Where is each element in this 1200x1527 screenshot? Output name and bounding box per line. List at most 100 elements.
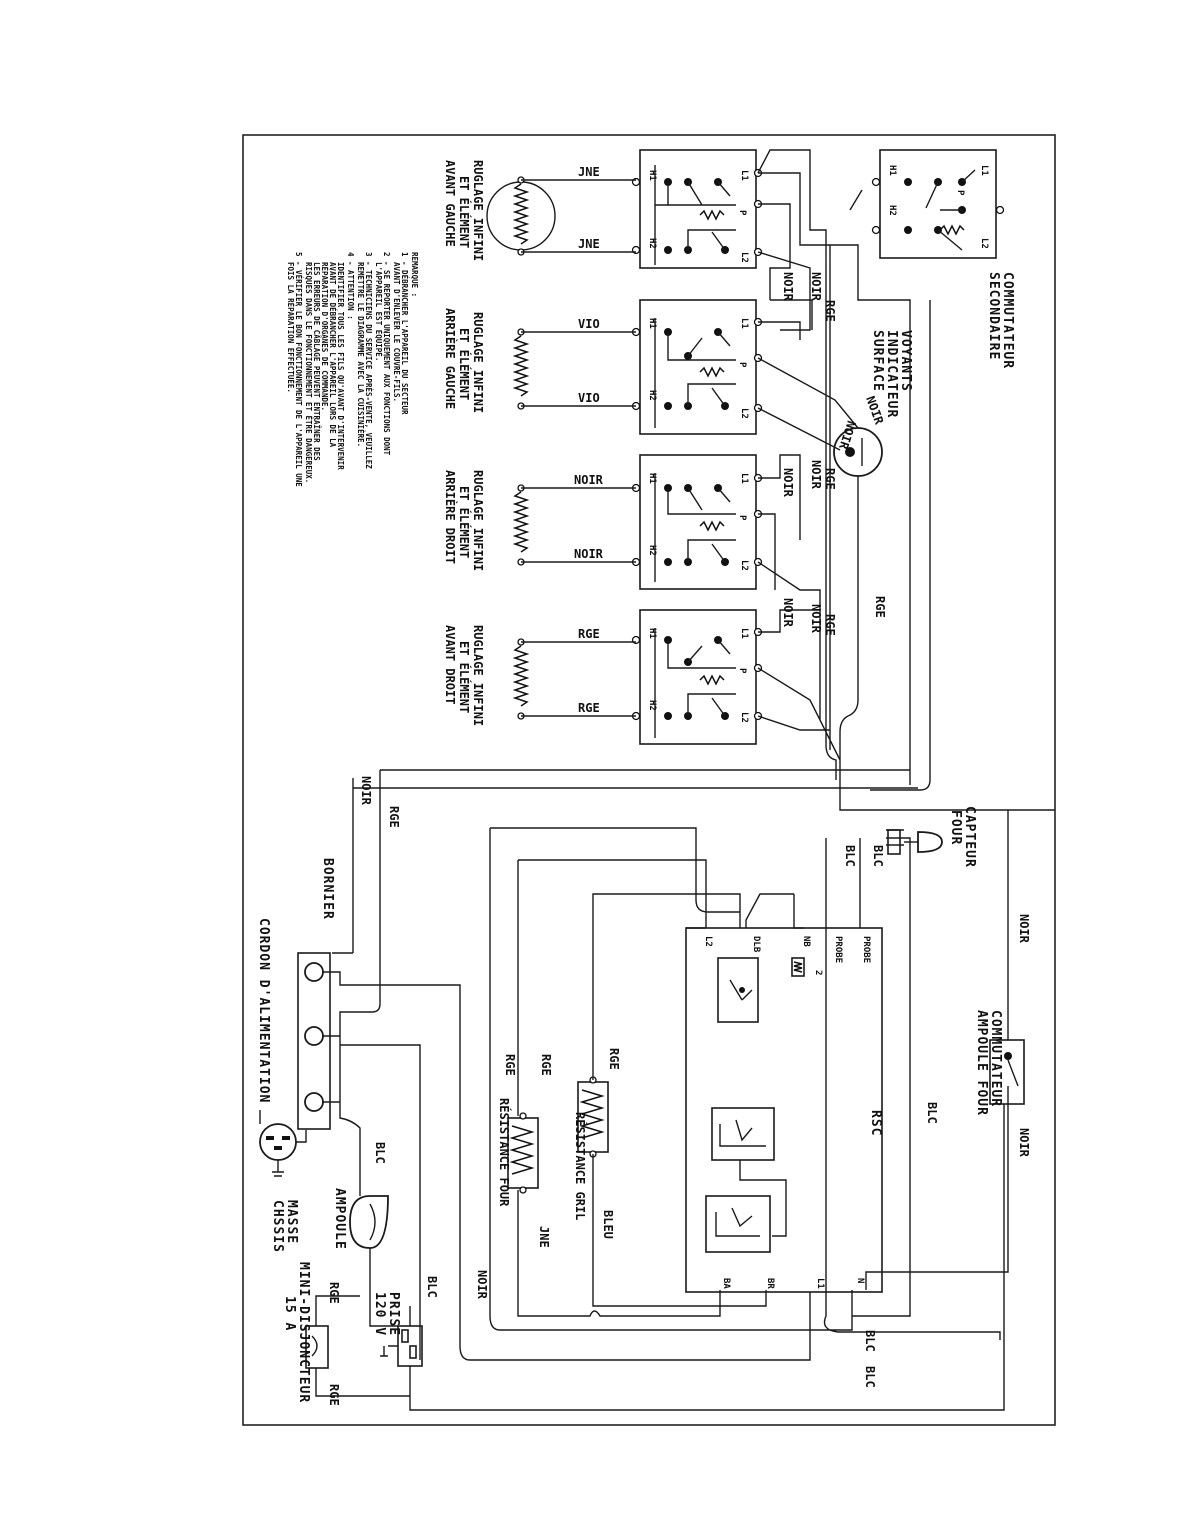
mini-disjoncteur bbox=[305, 1316, 329, 1378]
terminal-l2: L2 bbox=[739, 560, 749, 571]
diagram-frame bbox=[242, 134, 1056, 1426]
commutateur-secondaire: H1 H2 L1 L2 P bbox=[849, 149, 1005, 259]
wire-label-blc-bottom-2: BLC bbox=[863, 1366, 877, 1388]
voyants-label-1: VOYANTS bbox=[898, 330, 913, 392]
remarque-line: 2 - SE REPORTER UNIQUEMENT AUX FONCTIONS… bbox=[382, 252, 391, 456]
remarque-line: 1 - DÉBRANCHER L'APPAREIL DU SECTEUR bbox=[400, 252, 409, 415]
surface-element-avant-droit bbox=[512, 638, 530, 720]
wire-label-noir-amp-2: NOIR bbox=[1017, 1128, 1031, 1158]
wire-label-rge-four: RGE bbox=[539, 1054, 553, 1076]
rsc-term-ba: BA bbox=[721, 1278, 731, 1289]
wire-label-rge-2: RGE bbox=[578, 701, 600, 715]
commutateur-ampoule-four bbox=[989, 1010, 1025, 1105]
rsc-term-br: BR bbox=[765, 1278, 775, 1289]
wire-label-rge-a: RGE bbox=[823, 300, 837, 322]
wire-label-jne-four: JNE bbox=[537, 1226, 551, 1248]
capteur-label-1: CAPTEUR bbox=[962, 806, 977, 868]
rsc-label: RSC bbox=[868, 1110, 883, 1136]
wire-label-rge-d: RGE bbox=[823, 614, 837, 636]
infinite-switch-arriere-droit: H1 H2 L1 L2 P bbox=[631, 454, 763, 590]
wire-label-rge-four-2: RGE bbox=[503, 1054, 517, 1076]
wire-label-jne-2: JNE bbox=[578, 237, 600, 251]
rsc-controller bbox=[685, 927, 883, 1293]
wire-label-noir-f: NOIR bbox=[781, 468, 795, 498]
wire-label-rge-disj-2: RGE bbox=[327, 1384, 341, 1406]
wire-label-rge-c: RGE bbox=[873, 596, 887, 618]
terminal-h2: H2 bbox=[887, 205, 897, 216]
wire-label-noir-amp-1: NOIR bbox=[1017, 914, 1031, 944]
commutateur-ampoule-label-1: COMMUTATEUR bbox=[988, 1010, 1003, 1107]
terminal-l2: L2 bbox=[979, 238, 989, 249]
svg-text:AVANT GAUCHE: AVANT GAUCHE bbox=[443, 160, 457, 247]
ampoule bbox=[349, 1195, 389, 1249]
rsc-term-probe-1: PROBE bbox=[833, 936, 843, 963]
rsc-term-n: N bbox=[855, 1278, 865, 1283]
terminal-p: P bbox=[737, 515, 747, 521]
terminal-l2: L2 bbox=[739, 408, 749, 419]
wire-label-noir-g: NOIR bbox=[809, 604, 823, 634]
lower-wiring bbox=[315, 770, 1009, 1411]
remarque-line: 3 - TECHNICIENS DU SERVICE APRÈS-VENTE, … bbox=[364, 252, 373, 469]
resistance-four bbox=[507, 1112, 539, 1194]
surface-element-arriere-gauche bbox=[512, 328, 530, 410]
upper-bus-wiring bbox=[353, 149, 1055, 811]
wire-label-rge-b: RGE bbox=[823, 468, 837, 490]
wire-label-jne-1: JNE bbox=[578, 165, 600, 179]
element-wires bbox=[521, 179, 636, 717]
svg-text:RUGLAGE INFINI: RUGLAGE INFINI bbox=[471, 625, 485, 726]
svg-text:RUGLAGE INFINI: RUGLAGE INFINI bbox=[471, 160, 485, 261]
switch-caption-avant-gauche: RUGLAGE INFINI ET ÉLÉMENT AVANT GAUCHE bbox=[443, 160, 485, 261]
ampoule-label: AMPOULE bbox=[332, 1188, 347, 1250]
terminal-h1: H1 bbox=[887, 165, 897, 176]
terminal-l1: L1 bbox=[739, 628, 749, 639]
wire-label-blc-prise: BLC bbox=[425, 1276, 439, 1298]
wire-label-noir-e: NOIR bbox=[809, 460, 823, 490]
terminal-p: P bbox=[737, 210, 747, 216]
capteur-label-2: FOUR bbox=[948, 810, 963, 845]
infinite-switch-arriere-gauche: H1 H2 L1 L2 P bbox=[631, 299, 763, 435]
terminal-p: P bbox=[737, 668, 747, 674]
svg-text:ET ÉLÉMENT: ET ÉLÉMENT bbox=[457, 328, 472, 400]
voyants-label-3: SURFACE bbox=[870, 330, 885, 392]
remarque-line: LES ERREURS DE CÂBLAGE PEUVENT ENTRAÎNER… bbox=[312, 262, 321, 461]
terminal-h1: H1 bbox=[647, 473, 657, 484]
remarque-line: FOIS LA RÉPARATION EFFECTUÉE. bbox=[286, 262, 295, 393]
wire-label-noir-d: NOIR bbox=[836, 419, 858, 452]
wire-label-blc-right: BLC bbox=[925, 1102, 939, 1124]
terminal-l1: L1 bbox=[979, 165, 989, 176]
svg-text:RUGLAGE INFINI: RUGLAGE INFINI bbox=[471, 312, 485, 413]
rsc-term-l1: L1 bbox=[815, 1278, 825, 1289]
commutateur-secondaire-label-2: SECONDAIRE bbox=[986, 272, 1001, 360]
switch-caption-arriere-gauche: RUGLAGE INFINI ET ÉLÉMENT ARRIÈRE GAUCHE bbox=[443, 308, 485, 413]
remarque-line: RISQUES DANS LE FONCTIONNEMENT ET ÊTRE D… bbox=[304, 262, 313, 483]
wire-label-bleu: BLEU bbox=[601, 1210, 615, 1239]
terminal-l1: L1 bbox=[739, 318, 749, 329]
remarque-line: 5 - VÉRIFIER LE BON FONCTIONNEMENT DE L'… bbox=[294, 252, 303, 487]
resistance-gril-label: RÉSISTANCE GRIL bbox=[573, 1112, 588, 1220]
terminal-l2: L2 bbox=[739, 712, 749, 723]
terminal-l2: L2 bbox=[739, 252, 749, 263]
terminal-l1: L1 bbox=[739, 473, 749, 484]
prise-120v bbox=[380, 1325, 423, 1367]
svg-text:ARRIÈRE GAUCHE: ARRIÈRE GAUCHE bbox=[443, 308, 458, 409]
infinite-switch-avant-droit: H1 H2 L1 L2 P bbox=[631, 609, 763, 745]
switch-caption-avant-droit: RUGLAGE INFINI ET ÉLÉMENT AVANT DROIT bbox=[443, 625, 485, 726]
wire-label-noir-bottom: NOIR bbox=[475, 1270, 489, 1300]
remarque-line: RÉPARATION D'ORGANES DE COMMANDE. bbox=[320, 262, 329, 411]
bornier-label: BORNIER bbox=[320, 858, 335, 920]
surface-element-arriere-droit bbox=[512, 484, 530, 566]
remarques-title: REMARQUE : bbox=[410, 252, 419, 297]
terminal-h2: H2 bbox=[647, 390, 657, 401]
remarque-line: REMETTRE LE DIAGRAMME AVEC LA CUISINIÈRE… bbox=[356, 262, 365, 447]
wire-label-noir-h: NOIR bbox=[781, 598, 795, 628]
wire-label-blc-capteur-1: BLC bbox=[871, 845, 885, 867]
masse-label-2: CHSSIS bbox=[270, 1200, 285, 1253]
terminal-h2: H2 bbox=[647, 700, 657, 711]
remarque-line: AVANT DE DÉBRANCHER L'APPAREIL LORS DE L… bbox=[328, 262, 337, 448]
rsc-term-2: 2 bbox=[813, 970, 823, 975]
remarques-notes: REMARQUE : 1 - DÉBRANCHER L'APPAREIL DU … bbox=[286, 252, 419, 487]
rsc-term-dlb: DLB bbox=[751, 936, 761, 953]
svg-text:ET ÉLÉMENT: ET ÉLÉMENT bbox=[457, 486, 472, 558]
voyants-label-2: INDICATEUR bbox=[884, 330, 899, 418]
